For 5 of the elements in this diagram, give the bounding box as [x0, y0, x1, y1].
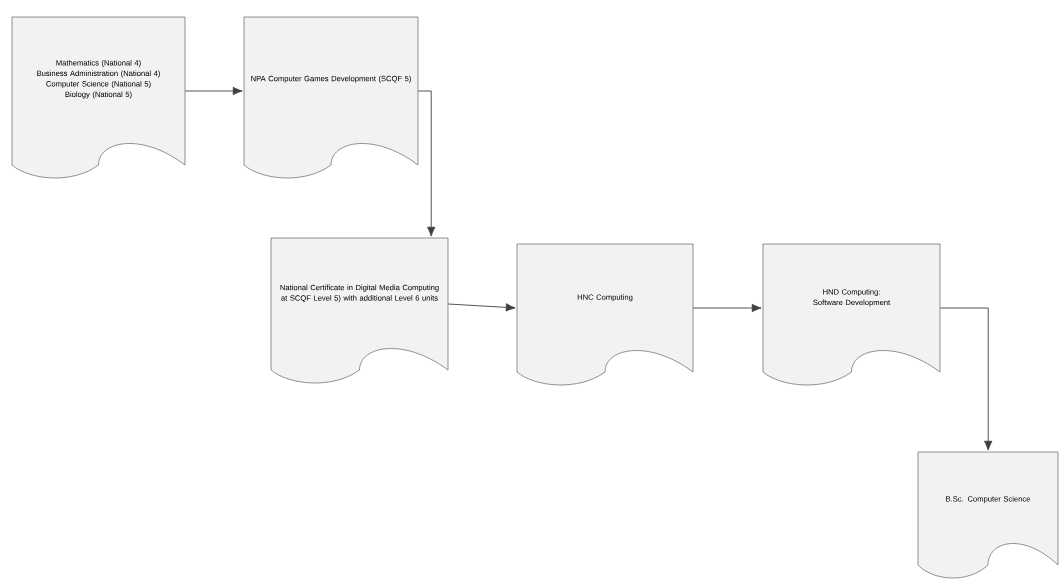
arrow — [939, 307, 993, 451]
arrow — [692, 303, 762, 313]
arrow — [447, 303, 516, 312]
arrow — [417, 90, 436, 237]
arrow — [184, 86, 243, 96]
